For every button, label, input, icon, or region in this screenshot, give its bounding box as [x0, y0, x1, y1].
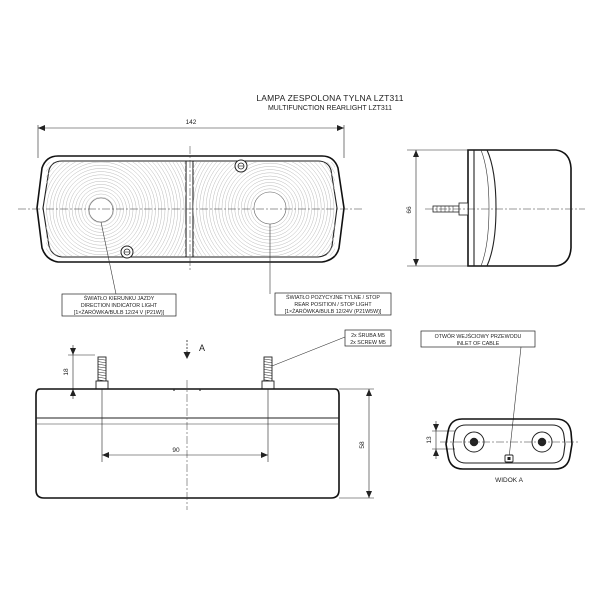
direction-lamp-center [88, 197, 114, 223]
fresnel-ring [49, 162, 153, 256]
bolt-thread [263, 358, 273, 361]
bolt-thread [263, 366, 273, 369]
cable-inlet-icon [504, 454, 514, 463]
fresnel-ring [221, 162, 319, 256]
bolt-thread [97, 363, 107, 366]
fresnel-ring [75, 184, 127, 236]
rear-stop-label-bulb: [1×ŻARÓWKA/BULB 12/24V (P21W5W)] [285, 308, 382, 315]
bolt-thread [263, 371, 273, 374]
fresnel-ring [65, 174, 137, 246]
screw-label-pl: 2x ŚRUBA M5 [351, 331, 385, 339]
bolt-thread [263, 361, 273, 364]
bolt-thread [263, 374, 273, 377]
fresnel-ring [202, 162, 335, 256]
fresnel-ring [68, 177, 134, 243]
front-height-dimension: 58 [359, 441, 366, 449]
fresnel-ring [46, 162, 182, 256]
drawing-title: LAMPA ZESPOLONA TYLNA LZT311 MULTIFUNCTI… [256, 93, 403, 112]
fresnel-ring [71, 180, 131, 240]
bolt-thread [263, 363, 273, 366]
bolt-height-dimension: 18 [63, 368, 70, 376]
callout-inlet-of-cable: OTWÓR WEJŚCIOWY PRZEWODU INLET OF CABLE [420, 330, 536, 459]
fresnel-ring [52, 162, 150, 256]
fresnel-ring [84, 193, 118, 227]
fresnel-ring [46, 162, 185, 256]
fresnel-ring [46, 162, 179, 256]
bolt-thread [97, 358, 107, 361]
width-dimension: 142 [186, 119, 197, 126]
bolt-thread [263, 369, 273, 371]
fresnel-ring [46, 162, 169, 256]
bolt-thread [97, 361, 107, 364]
bolt-thread [97, 376, 107, 379]
view-a-caption: WIDOK A [495, 477, 523, 484]
rear-body-outline [445, 418, 573, 470]
inlet-offset-dimension: 13 [426, 436, 433, 444]
callout-screw: 2x ŚRUBA M5 2x SCREW M5 [271, 329, 392, 367]
fresnel-ring [46, 162, 156, 256]
fresnel-ring [212, 162, 328, 256]
view-a-letter: A [199, 343, 205, 353]
fresnel-ring [193, 162, 335, 256]
bolt-thread [97, 371, 107, 374]
fresnel-ring [218, 162, 322, 256]
view-a-marker: A [183, 340, 205, 359]
bolt-spacing-dimension: 90 [172, 447, 180, 454]
bolt-thread [97, 374, 107, 377]
fresnel-ring [46, 162, 172, 256]
front-body-outline [35, 388, 340, 499]
side-body-outline [467, 149, 572, 267]
title-line-2: MULTIFUNCTION REARLIGHT LZT311 [268, 105, 392, 112]
fresnel-ring [196, 162, 335, 256]
direction-label-bulb: [1×ŻARÓWKA/BULB 12/24 V (P21W)] [74, 309, 165, 316]
inlet-label-pl: OTWÓR WEJŚCIOWY PRZEWODU [435, 332, 522, 340]
fresnel-ring [46, 162, 166, 256]
fresnel-ring [59, 168, 143, 252]
callout-rear-stop: ŚWIATŁO POZYCYJNE TYLNE / STOP REAR POSI… [269, 224, 392, 316]
fresnel-ring [215, 162, 325, 256]
fresnel-ring [46, 162, 175, 256]
side-height-dimension: 66 [406, 206, 413, 214]
fresnel-ring [55, 164, 147, 256]
front-bolt-left-icon [95, 356, 109, 390]
view-a: OTWÓR WEJŚCIOWY PRZEWODU INLET OF CABLE … [420, 330, 580, 484]
fresnel-ring [46, 162, 163, 256]
fresnel-ring [78, 187, 124, 233]
callout-direction-indicator: ŚWIATŁO KIERUNKU JAZDY DIRECTION INDICAT… [61, 221, 177, 317]
inlet-label-en: INLET OF CABLE [457, 341, 500, 347]
direction-label-pl: ŚWIATŁO KIERUNKU JAZDY [84, 294, 155, 302]
fresnel-ring [208, 162, 332, 256]
bolt-thread [263, 376, 273, 379]
side-view: 66 [406, 149, 585, 267]
screw-bottom-left-icon [120, 245, 134, 259]
rear-stop-label-pl: ŚWIATŁO POZYCYJNE TYLNE / STOP [286, 293, 380, 301]
fresnel-ring [205, 162, 335, 256]
fresnel-ring [46, 162, 159, 256]
fresnel-ring [81, 190, 121, 230]
stop-lamp-center [253, 191, 287, 225]
fresnel-ring [199, 162, 335, 256]
lens-inner-outline [42, 160, 338, 258]
fresnel-ring [62, 171, 140, 249]
rear-stop-label-en: REAR POSITION / STOP LIGHT [294, 302, 372, 308]
bolt-thread [97, 369, 107, 371]
front-view: 18 A 2x ŚRUBA M5 2x SCREW M5 [35, 329, 392, 510]
bolt-thread [97, 366, 107, 369]
screw-label-en: 2x SCREW M5 [350, 340, 386, 346]
title-line-1: LAMPA ZESPOLONA TYLNA LZT311 [256, 93, 403, 103]
lamp-body-outline [36, 155, 345, 263]
screw-top-right-icon [234, 159, 248, 173]
direction-label-en: DIRECTION INDICATOR LIGHT [81, 303, 158, 309]
front-bolt-right-icon [261, 356, 275, 390]
